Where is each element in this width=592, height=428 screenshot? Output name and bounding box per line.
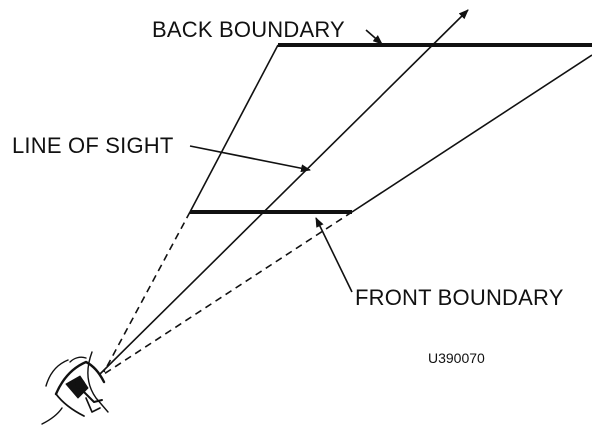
frustum-left-edge-dashed [104,212,190,372]
line-of-sight [100,10,468,374]
eye-icon [42,352,108,424]
back-boundary-leader [366,30,382,44]
back-boundary-label: BACK BOUNDARY [152,19,345,41]
figure-code-label: U390070 [428,351,485,365]
front-boundary-label: FRONT BOUNDARY [355,287,564,309]
frustum-left-edge [190,45,278,212]
frustum-right-edge [352,55,592,212]
frustum-right-edge-dashed [104,212,352,374]
line-of-sight-label: LINE OF SIGHT [12,135,174,157]
front-boundary-leader [316,218,352,292]
line-of-sight-leader [190,146,310,170]
